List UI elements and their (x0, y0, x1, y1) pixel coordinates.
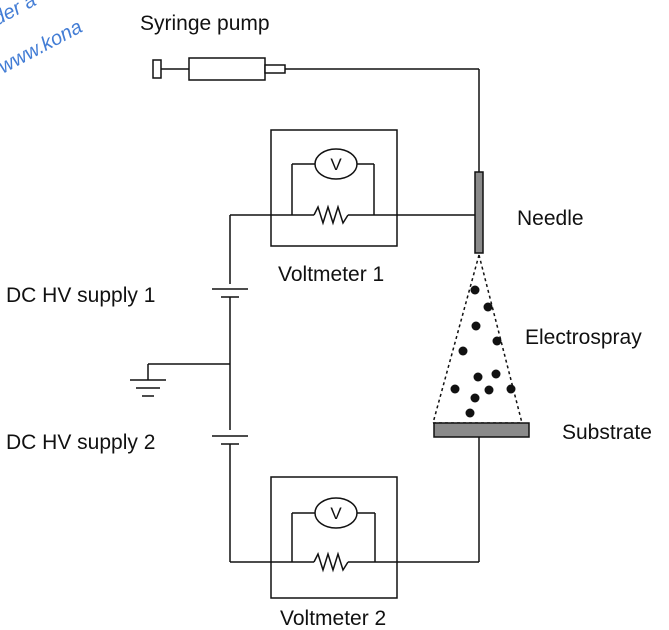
voltmeter-1-label: Voltmeter 1 (278, 263, 385, 286)
voltmeter-2-symbol: V (330, 504, 342, 523)
droplets (450, 285, 516, 418)
substrate-label: Substrate (562, 421, 652, 444)
electrospray-label: Electrospray (525, 326, 642, 349)
dc-hv-supply-1-icon (212, 215, 248, 430)
voltmeter-1-symbol: V (330, 155, 342, 174)
voltmeter-1-icon (230, 129, 475, 247)
syringe-pump-icon (152, 57, 480, 172)
dc-hv-supply-1-label: DC HV supply 1 (6, 284, 156, 307)
needle-label: Needle (517, 207, 584, 230)
dc-hv-supply-2-icon (212, 435, 248, 562)
voltmeter-2-label: Voltmeter 2 (280, 607, 387, 630)
ground-icon (130, 363, 230, 397)
syringe-pump-label: Syringe pump (140, 12, 270, 35)
substrate-icon (433, 422, 530, 438)
dc-hv-supply-2-label: DC HV supply 2 (6, 431, 156, 454)
voltmeter-2-icon (230, 437, 480, 599)
needle-icon (474, 171, 484, 254)
